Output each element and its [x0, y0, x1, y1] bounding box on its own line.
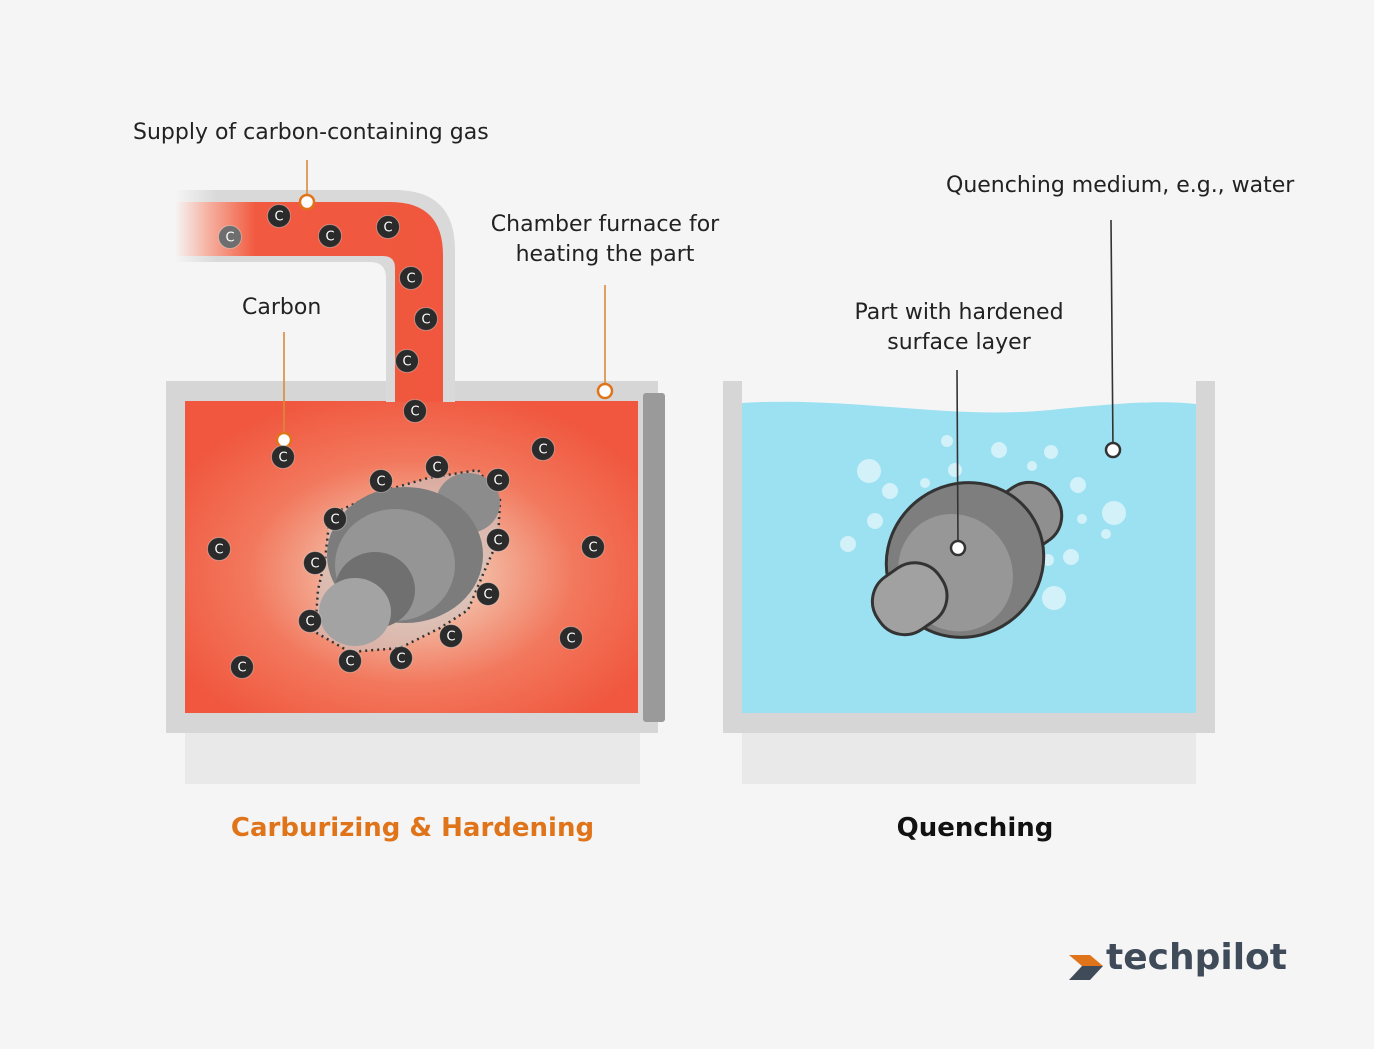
tank-base-shadow — [742, 732, 1196, 784]
label-supply-gas: Supply of carbon-containing gas — [133, 120, 489, 145]
gas-pipe-interior — [175, 202, 443, 402]
carbon-atom-label: C — [383, 221, 392, 236]
title-quenching: Quenching — [896, 813, 1054, 843]
carbon-atom-label: C — [376, 475, 385, 490]
tank-left-wall — [723, 381, 742, 733]
furnace-base-shadow — [185, 732, 640, 784]
furnace-door — [643, 393, 665, 722]
techpilot-arrow-icon — [1069, 955, 1103, 980]
carbon-atom-icon: C — [323, 507, 347, 531]
carbon-atom-icon: C — [271, 445, 295, 469]
carbon-atom-icon: C — [298, 609, 322, 633]
label-part-line1: Part with hardened — [854, 300, 1064, 325]
carbon-atom-icon: C — [389, 646, 413, 670]
carbon-atom-icon: C — [486, 468, 510, 492]
label-part-line2: surface layer — [887, 330, 1031, 355]
carbon-atom-label: C — [310, 557, 319, 572]
carbon-atom-icon: C — [476, 582, 500, 606]
quenched-part-shaft-left — [870, 561, 949, 637]
carbon-atom-label: C — [538, 443, 547, 458]
carbon-atom-icon: C — [338, 649, 362, 673]
carbon-atom-icon: C — [218, 225, 242, 249]
leader-dot-part — [949, 539, 967, 557]
carbon-atom-icon: C — [267, 204, 291, 228]
carbon-atom-label: C — [237, 661, 246, 676]
carbon-atom-label: C — [345, 655, 354, 670]
label-chamber-line1: Chamber furnace for — [490, 212, 720, 237]
label-quenching-medium: Quenching medium, e.g., water — [946, 173, 1295, 198]
part-shaft-left — [319, 578, 391, 646]
label-carbon: Carbon — [242, 295, 322, 320]
carbon-atom-icon: C — [439, 624, 463, 648]
carbon-atom-icon: C — [395, 349, 419, 373]
carbon-atom-icon: C — [403, 399, 427, 423]
carbon-atom-icon: C — [531, 437, 555, 461]
carbon-atoms: C C C C C C C C C C C C C C C C C C C C C C C C C — [207, 204, 605, 679]
carbon-atom-label: C — [493, 534, 502, 549]
carbon-atom-label: C — [483, 588, 492, 603]
carbon-atom-label: C — [432, 461, 441, 476]
label-chamber-furnace: Chamber furnace for heating the part — [480, 210, 730, 270]
carbon-atom-icon: C — [425, 455, 449, 479]
carbon-atom-icon: C — [486, 528, 510, 552]
title-carburizing-hardening: Carburizing & Hardening — [230, 813, 595, 843]
leader-dot-carbon — [275, 431, 293, 449]
carbon-atom-label: C — [446, 630, 455, 645]
carbon-atom-label: C — [421, 313, 430, 328]
leader-quench-medium — [1110, 219, 1114, 451]
carbon-atom-label: C — [406, 272, 415, 287]
carbon-atom-icon: C — [581, 535, 605, 559]
water-bubbles — [840, 435, 1126, 610]
quenched-part — [870, 480, 1064, 639]
carbon-atom-icon: C — [376, 215, 400, 239]
leader-dot-supply-gas — [298, 193, 316, 211]
carbon-atom-label: C — [402, 355, 411, 370]
carbon-atom-label: C — [325, 230, 334, 245]
techpilot-logo: techpilot — [1066, 934, 1306, 990]
leader-dot-chamber — [596, 382, 614, 400]
carbon-atom-label: C — [588, 541, 597, 556]
furnace-part — [313, 468, 502, 654]
carbon-atom-icon: C — [303, 551, 327, 575]
leader-dot-quench-medium — [1104, 441, 1122, 459]
carbon-atom-label: C — [493, 474, 502, 489]
carbon-atom-label: C — [410, 405, 419, 420]
tank-bottom — [723, 713, 1215, 733]
carbon-atom-label: C — [278, 451, 287, 466]
carbon-atom-label: C — [330, 513, 339, 528]
carbon-atom-icon: C — [559, 626, 583, 650]
carbon-atom-icon: C — [318, 224, 342, 248]
label-hardened-part: Part with hardened surface layer — [834, 298, 1084, 358]
carbon-atom-label: C — [214, 543, 223, 558]
carbon-atom-label: C — [396, 652, 405, 667]
carbon-atom-label: C — [274, 210, 283, 225]
carbon-atom-icon: C — [369, 469, 393, 493]
leader-part — [956, 369, 959, 549]
techpilot-logo-text: techpilot — [1106, 937, 1287, 978]
tank-right-wall — [1196, 381, 1215, 733]
carbon-atom-icon: C — [230, 655, 254, 679]
carbon-atom-label: C — [566, 632, 575, 647]
label-chamber-line2: heating the part — [515, 242, 695, 267]
carbon-atom-label: C — [305, 615, 314, 630]
carbon-atom-label: C — [225, 231, 234, 246]
carbon-atom-icon: C — [207, 537, 231, 561]
carbon-atom-icon: C — [399, 266, 423, 290]
carbon-atom-icon: C — [414, 307, 438, 331]
